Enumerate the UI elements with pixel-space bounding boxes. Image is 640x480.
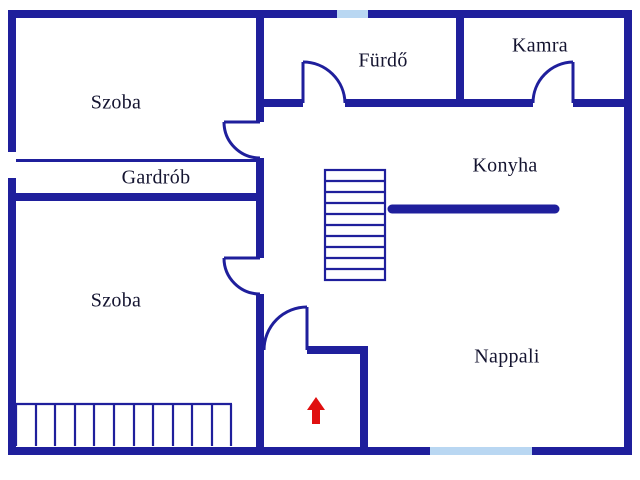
entrance-arrow-icon xyxy=(307,397,325,424)
nappali-door xyxy=(262,305,309,351)
outer-wall-top xyxy=(8,10,632,18)
room-label-gardrob: Gardrób xyxy=(121,166,191,189)
szoba-top-door xyxy=(222,120,261,160)
wall-hall-middle xyxy=(256,158,264,258)
bottom-window xyxy=(430,447,532,455)
vestibule-wall-right xyxy=(360,346,368,455)
wall-hall-lower xyxy=(256,294,264,447)
kamra-wall-left xyxy=(456,18,464,107)
bathroom-wall-right xyxy=(345,99,460,107)
exterior-steps-icon xyxy=(14,402,233,446)
room-label-szoba-top: Szoba xyxy=(90,91,142,114)
bathroom-wall-left xyxy=(256,99,303,107)
top-window xyxy=(337,10,368,18)
staircase-icon xyxy=(323,168,387,282)
outer-wall-left xyxy=(8,10,16,455)
furdo-door xyxy=(301,60,347,104)
kamra-wall-bottom-left xyxy=(456,99,533,107)
kamra-wall-bottom-right xyxy=(573,99,624,107)
room-label-kamra: Kamra xyxy=(512,34,568,57)
vestibule-wall-top xyxy=(307,346,368,354)
room-label-furdo: Fürdő xyxy=(358,49,408,72)
outer-wall-right xyxy=(624,10,632,455)
szoba-bottom-door xyxy=(222,256,261,296)
room-label-szoba-bottom: Szoba xyxy=(90,289,142,312)
outer-wall-bottom xyxy=(8,447,632,455)
wall-hall-upper xyxy=(256,18,264,122)
gardrob-bottom-wall xyxy=(16,193,264,201)
room-label-konyha: Konyha xyxy=(472,154,538,177)
left-window xyxy=(8,150,16,180)
room-label-nappali: Nappali xyxy=(474,345,540,368)
kamra-door xyxy=(531,60,575,104)
gardrob-top-line xyxy=(16,159,256,162)
